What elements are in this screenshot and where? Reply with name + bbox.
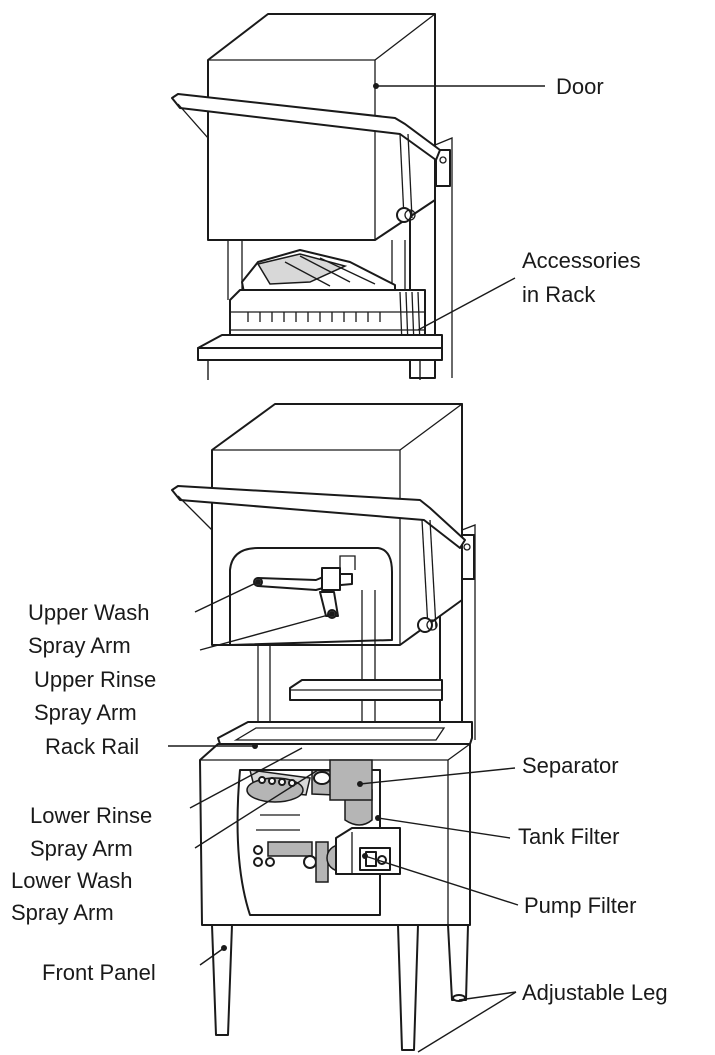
label-separator: Separator	[522, 753, 619, 778]
label-pump-filter: Pump Filter	[524, 893, 636, 918]
label-front-panel: Front Panel	[42, 960, 156, 985]
labels: Door Accessories in Rack Upper Wash Spra…	[11, 74, 668, 1005]
label-upper-wash-line2: Spray Arm	[28, 633, 131, 658]
label-rack-rail: Rack Rail	[45, 734, 139, 759]
label-upper-wash-line1: Upper Wash	[28, 600, 149, 625]
label-lower-rinse-line1: Lower Rinse	[30, 803, 152, 828]
leader-lines	[168, 83, 545, 1053]
label-upper-rinse-line1: Upper Rinse	[34, 667, 156, 692]
top-machine-illustration	[171, 13, 453, 380]
label-adjustable-leg: Adjustable Leg	[522, 980, 668, 1005]
bottom-machine-illustration	[171, 403, 476, 1051]
label-upper-rinse-line2: Spray Arm	[34, 700, 137, 725]
label-lower-wash-line1: Lower Wash	[11, 868, 132, 893]
label-tank-filter: Tank Filter	[518, 824, 619, 849]
label-accessories-in-rack-line2: in Rack	[522, 282, 596, 307]
label-lower-wash-line2: Spray Arm	[11, 900, 114, 925]
label-accessories-in-rack-line1: Accessories	[522, 248, 641, 273]
label-lower-rinse-line2: Spray Arm	[30, 836, 133, 861]
label-door: Door	[556, 74, 604, 99]
